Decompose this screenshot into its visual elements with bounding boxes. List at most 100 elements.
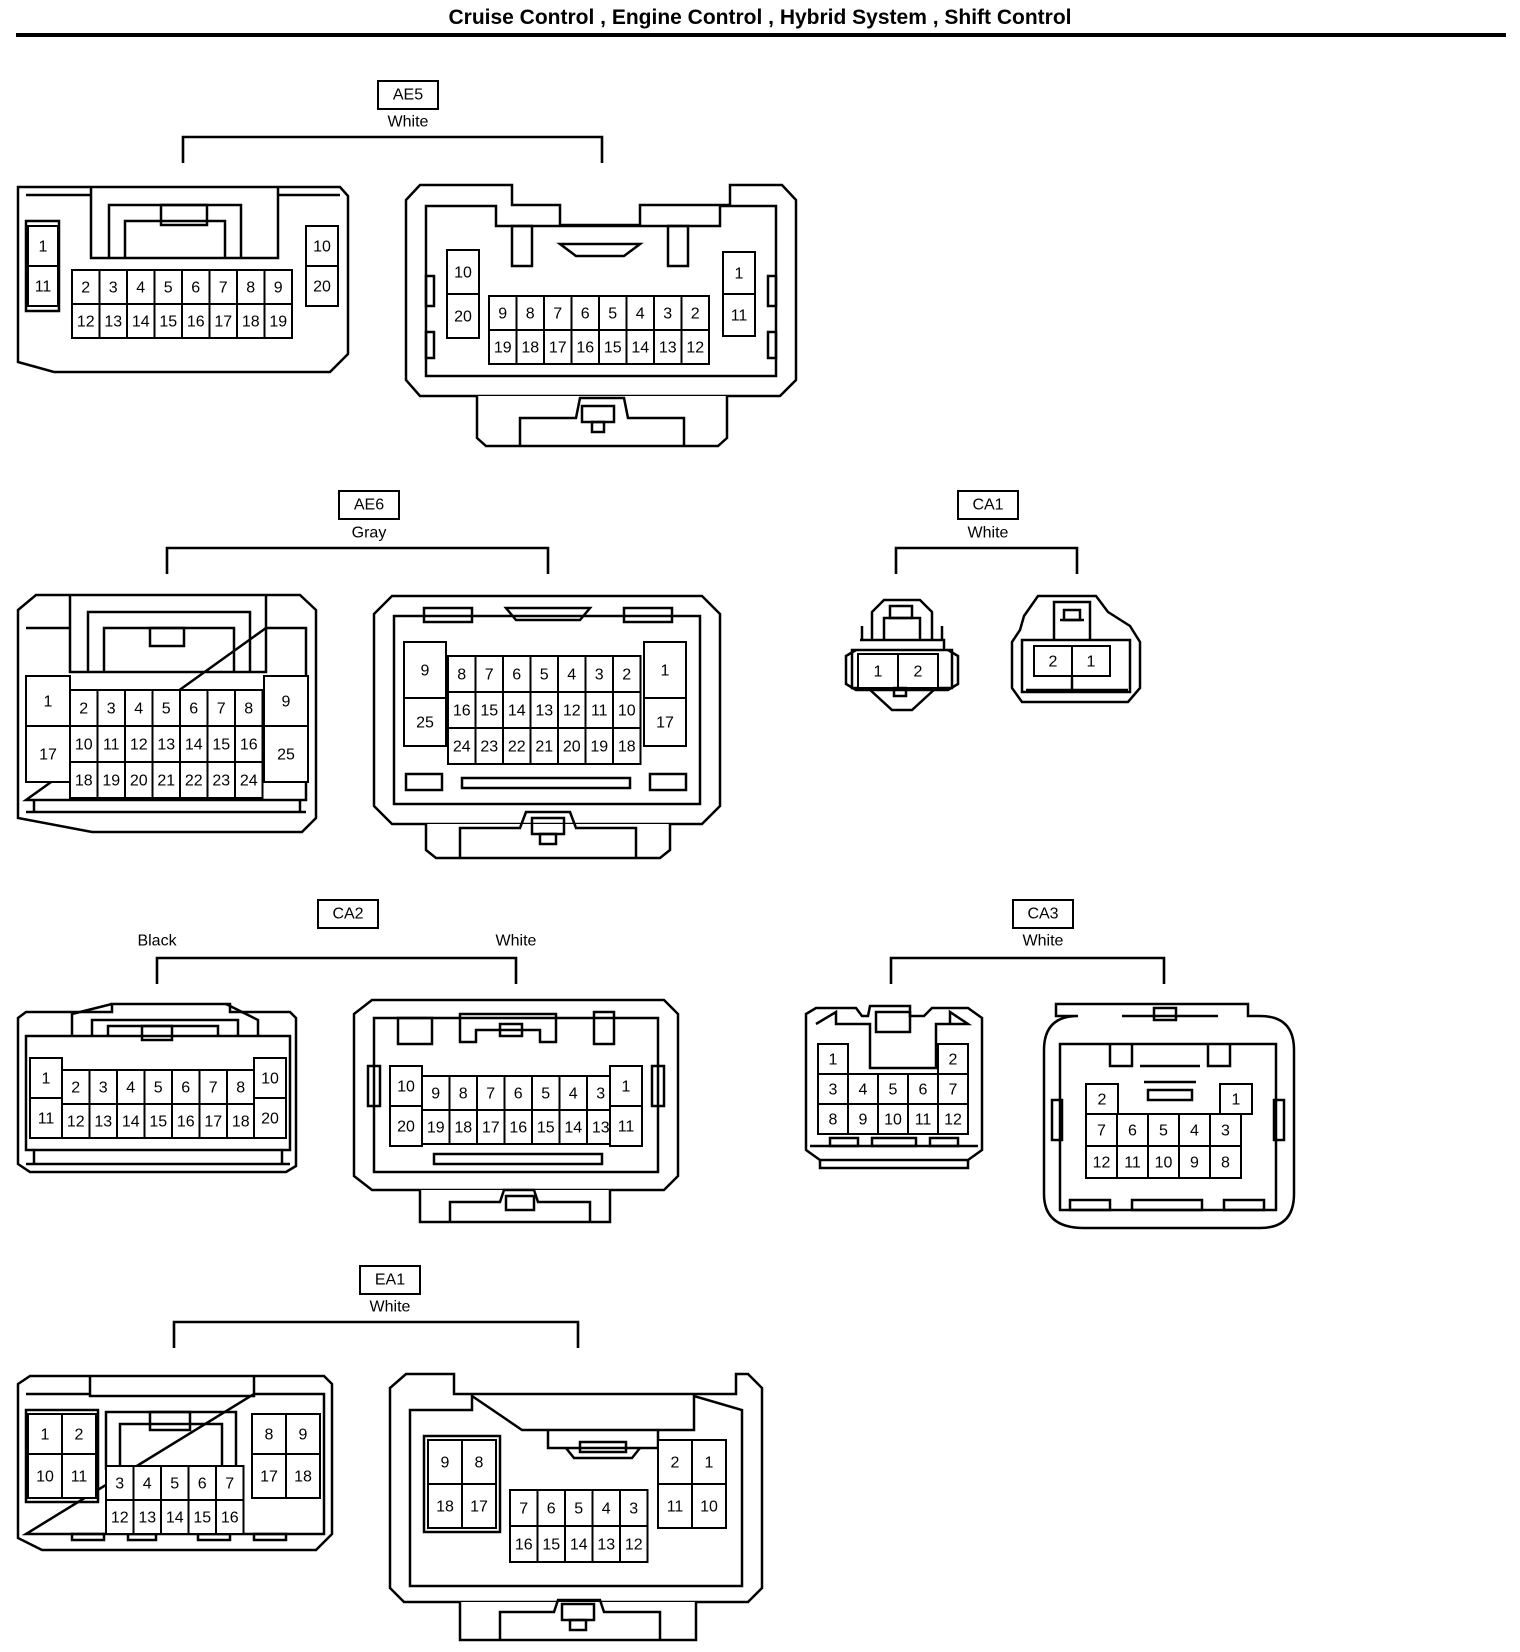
pin-cell bbox=[285, 1453, 321, 1499]
key-slot bbox=[592, 1010, 616, 1046]
connector-code-box bbox=[377, 80, 439, 110]
pin-number: 9 bbox=[859, 1112, 868, 1129]
pin-number: 8 bbox=[244, 701, 253, 718]
pin-number: 15 bbox=[193, 1510, 211, 1527]
pin-number: 5 bbox=[170, 1476, 179, 1493]
pin-number: 15 bbox=[604, 340, 622, 357]
pin-number: 3 bbox=[595, 667, 604, 684]
pin-number: 2 bbox=[1049, 654, 1058, 671]
pin-number: 17 bbox=[39, 747, 57, 764]
housing-detail bbox=[26, 800, 306, 814]
pin-cell bbox=[61, 1069, 91, 1105]
pin-cell bbox=[446, 249, 480, 295]
pin-number: 8 bbox=[246, 280, 255, 297]
pin-number: 2 bbox=[1098, 1092, 1107, 1109]
pin-number: 15 bbox=[542, 1537, 560, 1554]
pin-number: 19 bbox=[590, 739, 608, 756]
pin-number: 24 bbox=[453, 739, 471, 756]
housing-detail bbox=[26, 1150, 290, 1166]
connector-code-box bbox=[338, 490, 400, 520]
pin-number: 6 bbox=[919, 1082, 928, 1099]
pin-number: 6 bbox=[581, 306, 590, 323]
pin-cell bbox=[403, 697, 447, 747]
side-rib bbox=[766, 330, 778, 360]
pin-number: 2 bbox=[75, 1427, 84, 1444]
connector-bracket bbox=[165, 546, 550, 574]
wire-color-label: White bbox=[968, 525, 1009, 542]
wire-color-label: White bbox=[496, 933, 537, 950]
pin-number: 10 bbox=[397, 1079, 415, 1096]
pin-number: 11 bbox=[667, 1499, 684, 1516]
pin-number: 2 bbox=[71, 1080, 80, 1097]
pin-cell bbox=[591, 1525, 621, 1563]
pin-number: 5 bbox=[162, 701, 171, 718]
pin-number: 15 bbox=[537, 1120, 555, 1137]
pin-cell bbox=[558, 1075, 588, 1111]
latch-tab bbox=[148, 626, 186, 648]
pin-number: 8 bbox=[457, 667, 466, 684]
pin-number: 6 bbox=[514, 1086, 523, 1103]
key-slot bbox=[666, 224, 690, 268]
housing-inner bbox=[392, 614, 702, 806]
side-rib bbox=[366, 1064, 382, 1108]
pin-number: 10 bbox=[454, 265, 472, 282]
pin-number: 4 bbox=[636, 306, 645, 323]
pin-cell bbox=[1209, 1145, 1242, 1179]
pin-cell bbox=[25, 725, 71, 783]
side-rib bbox=[424, 274, 436, 308]
pin-cell bbox=[153, 303, 183, 339]
pin-number: 6 bbox=[547, 1501, 556, 1518]
bottom-slot bbox=[1222, 1198, 1266, 1212]
pin-number: 14 bbox=[185, 737, 203, 754]
pin-number: 6 bbox=[198, 1476, 207, 1493]
pin-number: 4 bbox=[602, 1501, 611, 1518]
latch-tab bbox=[578, 1440, 628, 1454]
pin-cell bbox=[126, 269, 156, 305]
pin-cell bbox=[937, 1043, 969, 1075]
pin-number: 8 bbox=[1221, 1155, 1230, 1172]
pin-number: 3 bbox=[99, 1080, 108, 1097]
pin-number: 16 bbox=[509, 1120, 527, 1137]
connector-code: EA1 bbox=[375, 1272, 405, 1289]
pin-cell bbox=[234, 725, 264, 763]
pin-cell bbox=[263, 725, 309, 783]
pin-cell bbox=[937, 1073, 969, 1105]
pin-number: 17 bbox=[260, 1469, 278, 1486]
pin-cell bbox=[151, 761, 181, 799]
pin-cell bbox=[253, 1057, 287, 1099]
pin-number: 7 bbox=[219, 280, 228, 297]
pin-cell bbox=[619, 1489, 649, 1527]
pin-cell bbox=[132, 1465, 162, 1501]
pin-cell bbox=[653, 329, 683, 365]
pin-cell bbox=[1085, 1113, 1118, 1147]
pin-number: 10 bbox=[75, 737, 93, 754]
pin-number: 23 bbox=[212, 773, 230, 790]
side-rib bbox=[424, 330, 436, 360]
side-rib bbox=[766, 274, 778, 308]
pin-number: 22 bbox=[508, 739, 526, 756]
latch bbox=[1140, 1064, 1200, 1084]
pin-cell bbox=[305, 265, 339, 307]
pin-cell bbox=[503, 1075, 533, 1111]
pin-number: 1 bbox=[735, 266, 744, 283]
pin-number: 6 bbox=[181, 1080, 190, 1097]
pin-cell bbox=[27, 265, 59, 307]
housing-inner bbox=[408, 1393, 744, 1588]
pin-number: 7 bbox=[225, 1476, 234, 1493]
pin-number: 12 bbox=[67, 1114, 85, 1131]
pin-number: 18 bbox=[232, 1114, 250, 1131]
pin-cell bbox=[88, 1069, 118, 1105]
pin-cell bbox=[474, 727, 504, 765]
pin-number: 5 bbox=[1159, 1123, 1168, 1140]
pin-number: 25 bbox=[416, 715, 434, 732]
pin-cell bbox=[198, 1069, 228, 1105]
lock-housing bbox=[424, 824, 672, 860]
housing-inner bbox=[424, 204, 778, 378]
pin-cell bbox=[69, 761, 99, 799]
pin-number: 1 bbox=[42, 1071, 51, 1088]
latch-tab bbox=[874, 1010, 912, 1034]
